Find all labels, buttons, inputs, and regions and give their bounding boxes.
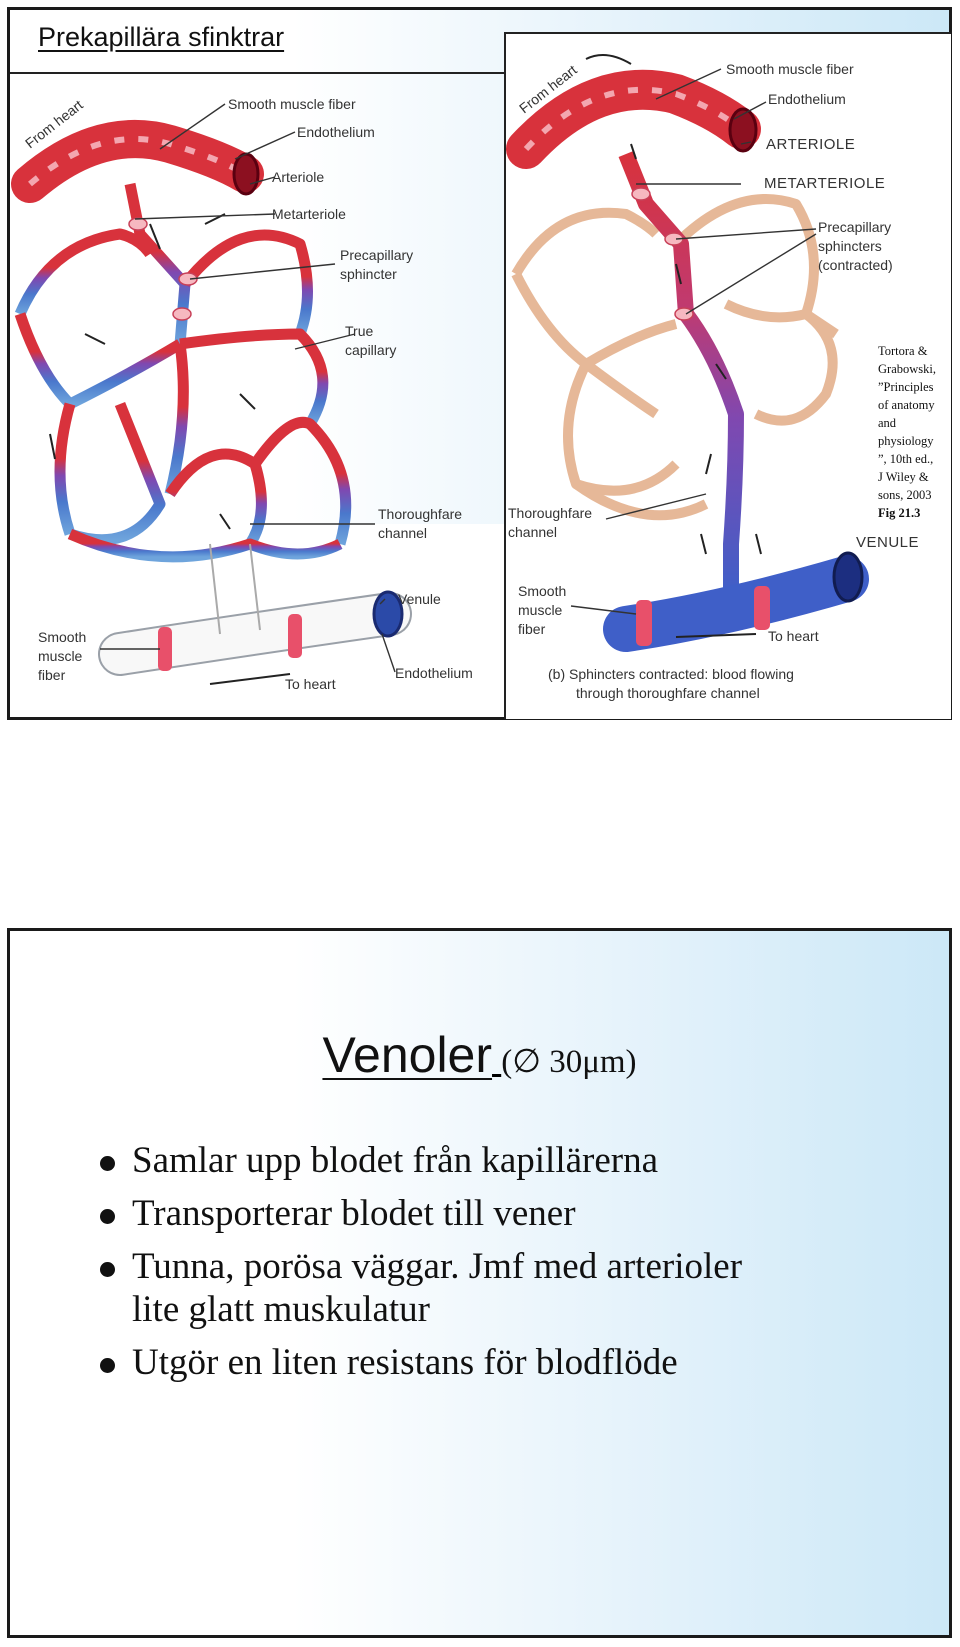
precapillary-sphincters — [128, 217, 198, 321]
citation-line: ”Principles — [878, 380, 934, 394]
bullet-item: Tunna, porösa väggar. Jmf med arterioler… — [100, 1245, 742, 1331]
bullet-dot — [100, 1358, 115, 1373]
citation-figure-number: Fig 21.3 — [878, 506, 921, 520]
flow-arrows — [585, 54, 762, 638]
citation-line: ”, 10th ed., — [878, 452, 934, 466]
diagram-sphincters-relaxed: From heart Smooth muscle fiber Endotheli… — [10, 74, 504, 717]
citation-line: of anatomy — [878, 398, 935, 412]
label-fiber: fiber — [518, 621, 546, 637]
label-precapillary: Precapillary — [818, 219, 891, 235]
label-channel: channel — [378, 525, 427, 541]
slide-venules: Venoler (∅ 30μm) Samlar upp blodet från … — [7, 928, 952, 1638]
leader-lines — [570, 68, 817, 615]
bullet-text: Utgör en liten resistans för blodflöde — [132, 1342, 678, 1383]
label-fiber: fiber — [38, 667, 66, 683]
citation-line: physiology — [878, 434, 934, 448]
leader-lines — [100, 103, 396, 673]
label-thoroughfare: Thoroughfare — [508, 505, 592, 521]
label-true: True — [345, 323, 373, 339]
bullet-text: Samlar upp blodet från kapillärerna — [132, 1140, 659, 1181]
label-venule: VENULE — [856, 534, 919, 551]
label-precapillary: Precapillary — [340, 247, 413, 263]
title-rule — [10, 72, 504, 74]
label-endothelium-bottom: Endothelium — [395, 665, 473, 681]
title-main: Venoler — [322, 1027, 493, 1083]
label-endothelium: Endothelium — [297, 124, 375, 140]
constricted-capillaries — [511, 194, 839, 521]
bullet-dot — [100, 1156, 115, 1171]
bullet-item: Utgör en liten resistans för blodflöde — [100, 1341, 742, 1384]
diagram-sphincters-contracted: From heart Smooth muscle fiber Endotheli… — [504, 32, 951, 719]
label-contracted: (contracted) — [818, 257, 893, 273]
citation-line: Grabowski, — [878, 362, 936, 376]
label-to-heart: To heart — [768, 628, 819, 644]
bullet-text: Tunna, porösa väggar. Jmf med arterioler — [132, 1246, 743, 1287]
bullet-item: Transporterar blodet till vener — [100, 1192, 742, 1235]
citation-line: sons, 2003 — [878, 488, 932, 502]
label-muscle: muscle — [518, 602, 563, 618]
label-sphincter: sphincter — [340, 266, 397, 282]
capillary-bed-illustration: From heart Smooth muscle fiber Endotheli… — [10, 96, 504, 717]
bullet-text: Transporterar blodet till vener — [132, 1193, 576, 1234]
label-thoroughfare: Thoroughfare — [378, 506, 462, 522]
label-venule: Venule — [398, 591, 441, 607]
citation-line: and — [878, 416, 897, 430]
slide-title: Venoler (∅ 30μm) — [10, 1026, 949, 1084]
caption-line-2: through thoroughfare channel — [576, 685, 760, 701]
thoroughfare-channel — [618, 151, 744, 594]
slide-title: Prekapillära sfinktrar — [38, 22, 285, 52]
caption-line-1: (b) Sphincters contracted: blood flowing — [548, 666, 794, 682]
arteriole-vessel — [11, 120, 264, 203]
label-capillary: capillary — [345, 342, 396, 358]
bullet-item: Samlar upp blodet från kapillärerna — [100, 1139, 742, 1182]
capillary-bed-contracted-illustration: From heart Smooth muscle fiber Endotheli… — [506, 54, 919, 701]
bullet-dot — [100, 1209, 115, 1224]
title-diameter: (∅ 30μm) — [501, 1044, 637, 1080]
bullet-list: Samlar upp blodet från kapillärerna Tran… — [100, 1139, 742, 1394]
citation-line: J Wiley & — [878, 470, 929, 484]
capillary-network — [14, 182, 352, 563]
citation-line: Tortora & — [878, 344, 928, 358]
label-metarteriole: METARTERIOLE — [764, 175, 885, 192]
label-arteriole: ARTERIOLE — [766, 136, 855, 153]
label-smooth-muscle-fiber: Smooth muscle fiber — [726, 61, 854, 77]
label-channel: channel — [508, 524, 557, 540]
bullet-text-continued: lite glatt muskulatur — [132, 1289, 431, 1330]
label-smooth: Smooth — [518, 583, 566, 599]
label-arteriole: Arteriole — [272, 169, 324, 185]
figure-citation: Tortora & Grabowski, ”Principles of anat… — [878, 342, 960, 522]
precapillary-sphincters — [631, 187, 694, 321]
arteriole-vessel — [506, 69, 761, 169]
label-muscle: muscle — [38, 648, 83, 664]
slide-precapillary-sphincters: Prekapillära sfinktrar — [7, 7, 952, 720]
label-sphincters: sphincters — [818, 238, 882, 254]
bullet-dot — [100, 1262, 115, 1277]
label-metarteriole: Metarteriole — [272, 206, 346, 222]
label-smooth: Smooth — [38, 629, 86, 645]
label-endothelium: Endothelium — [768, 91, 846, 107]
label-to-heart: To heart — [285, 676, 336, 692]
label-smooth-muscle-fiber: Smooth muscle fiber — [228, 96, 356, 112]
venule-vessel — [603, 551, 869, 652]
